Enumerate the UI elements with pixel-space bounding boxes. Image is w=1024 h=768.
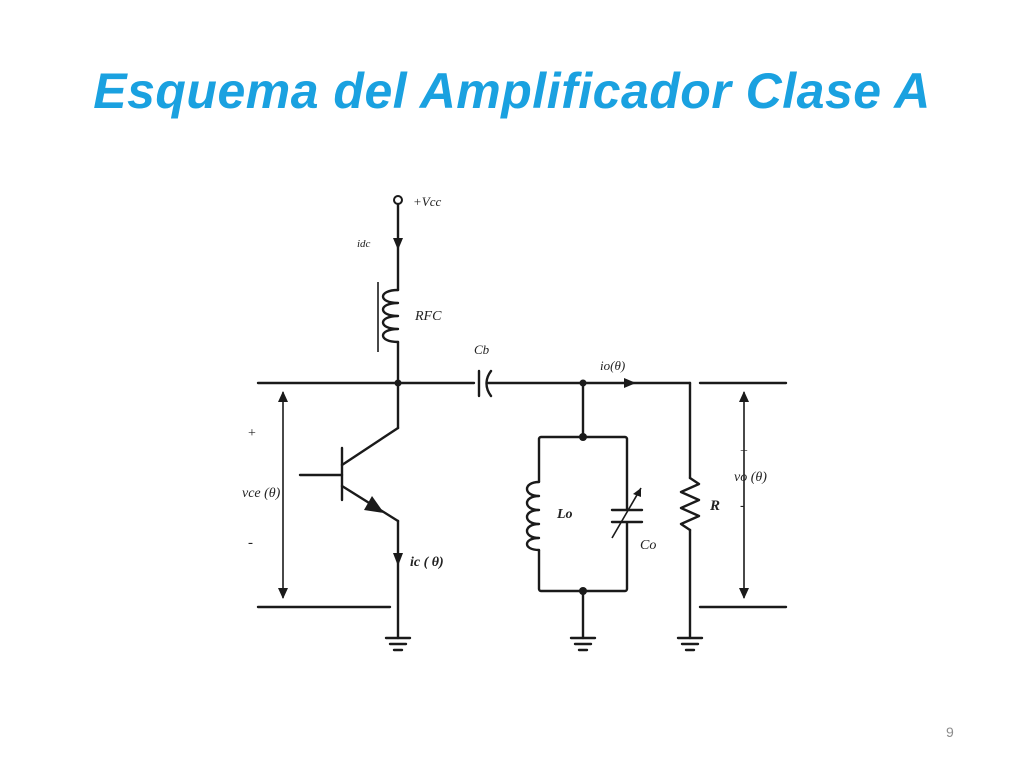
tank-loop <box>537 435 629 593</box>
io-arrow <box>624 378 636 388</box>
co-variable-capacitor <box>610 487 644 539</box>
vcc-label: +Vcc <box>413 194 441 209</box>
idc-label: idc <box>357 238 371 250</box>
lo-label: Lo <box>556 507 573 522</box>
transistor <box>298 426 400 523</box>
vce-label: vce (θ) <box>242 486 281 501</box>
slide-number: 9 <box>946 724 954 740</box>
ground-symbol <box>384 636 412 652</box>
co-label: Co <box>640 538 656 553</box>
vce-measure <box>278 391 288 599</box>
plus-right-label: + <box>740 444 748 459</box>
vo-label: vo (θ) <box>734 470 767 485</box>
minus-left-label: - <box>248 535 253 551</box>
tank-ground-symbol <box>569 636 597 652</box>
idc-arrow <box>393 238 403 250</box>
vo-measure <box>739 391 749 599</box>
minus-right-label: - <box>740 498 745 514</box>
ic-label: ic ( θ) <box>410 555 444 570</box>
plus-left-label: + <box>248 426 256 441</box>
rfc-inductor <box>377 282 400 352</box>
r-resistor <box>679 476 701 532</box>
rfc-label: RFC <box>414 309 442 324</box>
cb-capacitor <box>477 369 493 398</box>
ic-arrow <box>393 553 403 566</box>
r-ground-symbol <box>676 636 704 652</box>
lo-inductor <box>525 480 544 552</box>
io-label: io(θ) <box>600 358 625 373</box>
r-label: R <box>709 498 720 514</box>
cb-label: Cb <box>474 342 490 357</box>
slide-title: Esquema del Amplificador Clase A <box>93 63 931 119</box>
collector-node <box>394 379 402 387</box>
